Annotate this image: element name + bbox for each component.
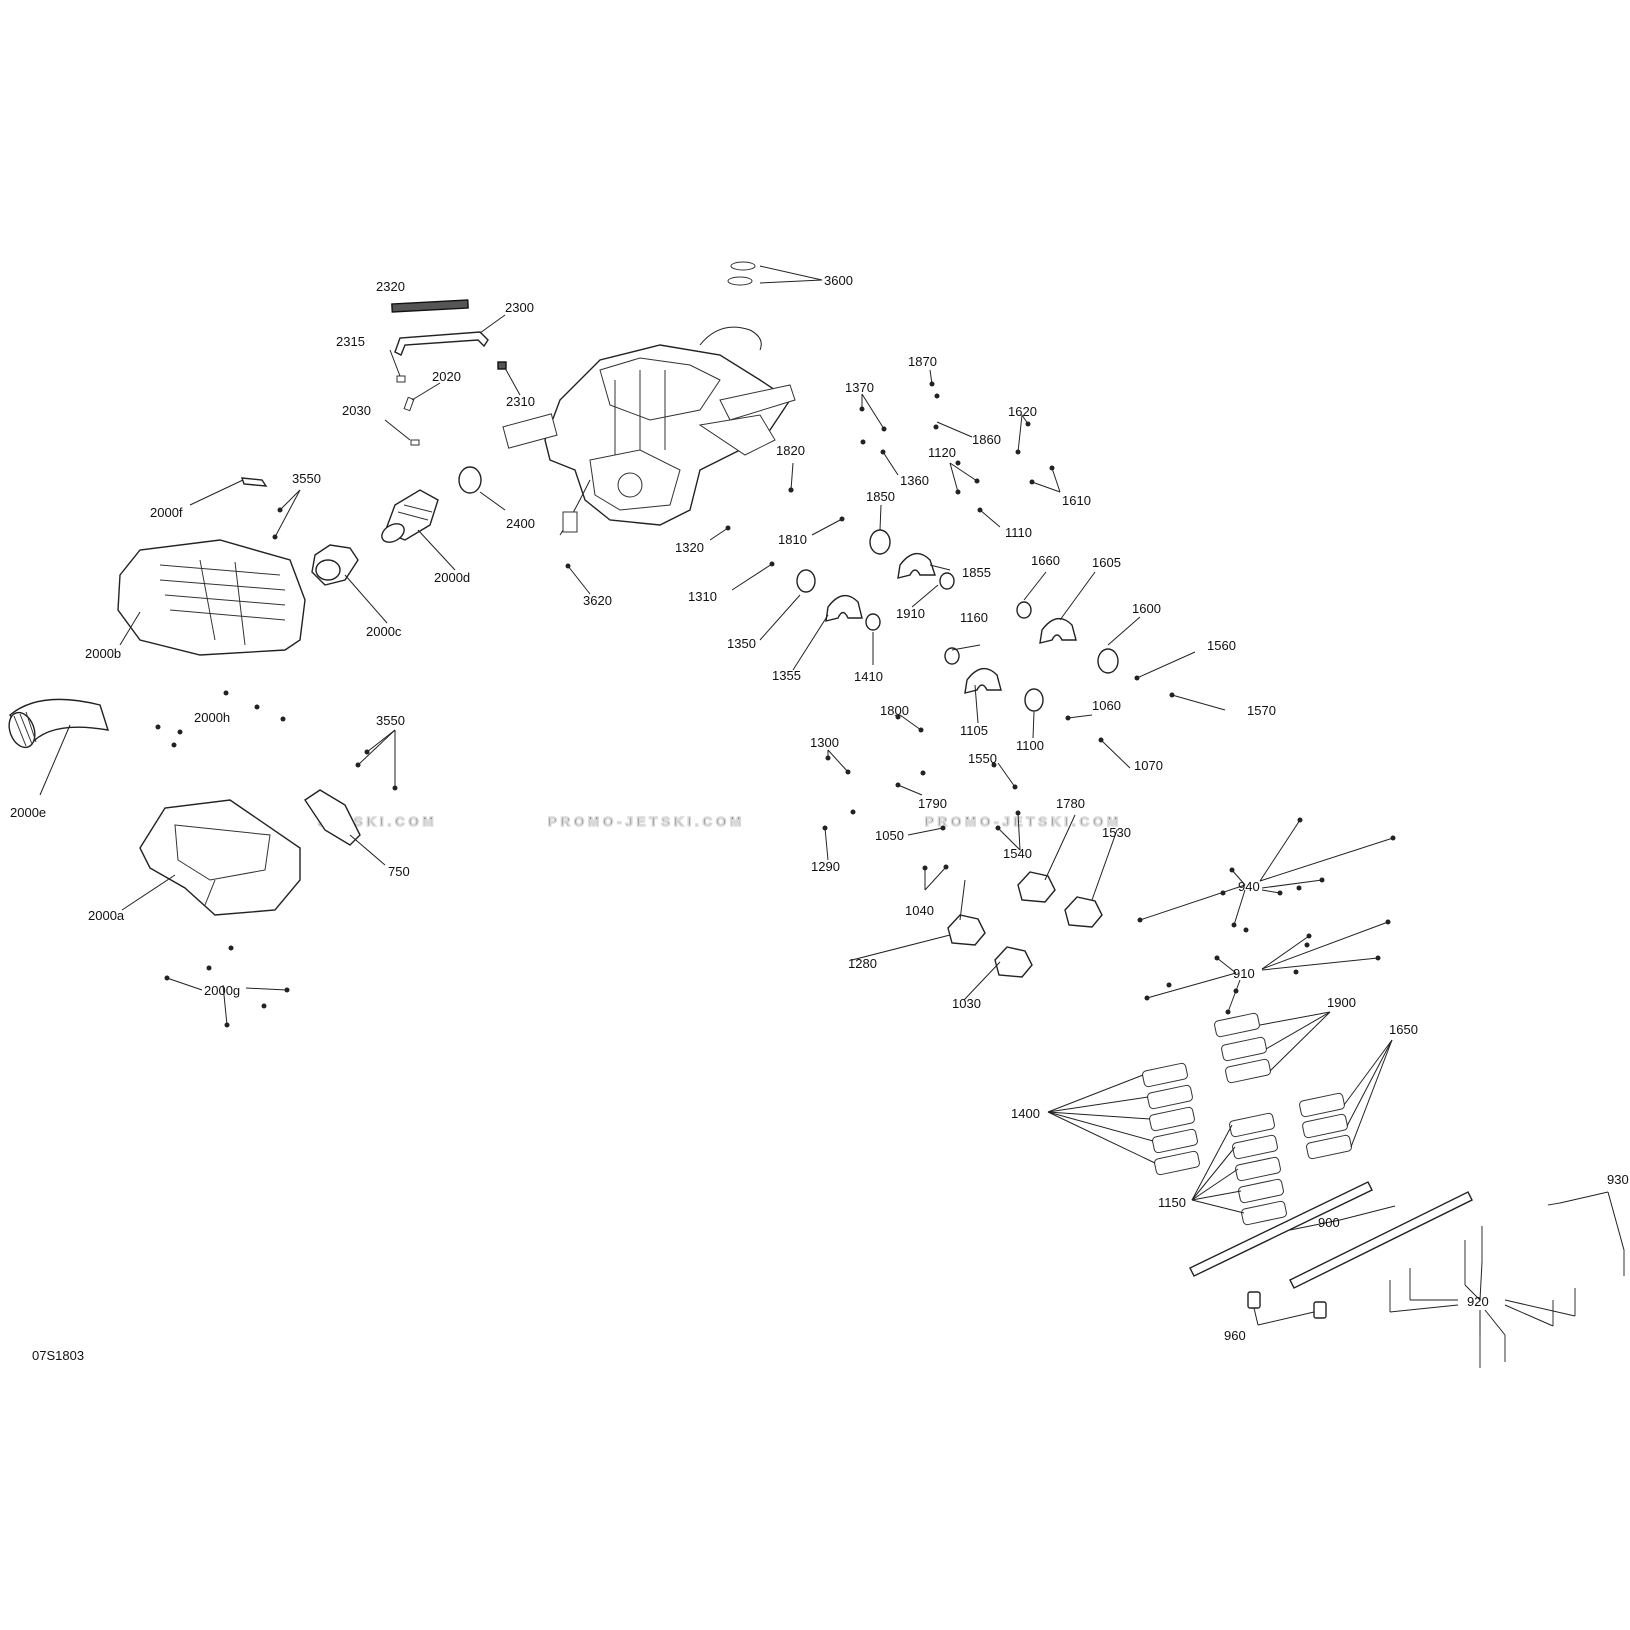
part-2000e-shape <box>8 698 110 749</box>
callout-1530: 1530 <box>1102 825 1131 840</box>
part-750-shape <box>304 789 361 846</box>
callout-2320: 2320 <box>376 279 405 294</box>
strap-parts <box>1189 1181 1473 1289</box>
callout-2310: 2310 <box>506 394 535 409</box>
callout-1810: 1810 <box>778 532 807 547</box>
callout-960: 960 <box>1224 1328 1246 1343</box>
part-2000b-shape <box>117 539 306 656</box>
callout-1850: 1850 <box>866 489 895 504</box>
callout-1550: 1550 <box>968 751 997 766</box>
part-2300-shape <box>394 331 489 356</box>
callout-labels: 2320 2300 2315 2020 2310 2030 3600 2000f… <box>10 273 1629 1343</box>
callout-2000d: 2000d <box>434 570 470 585</box>
callout-1560: 1560 <box>1207 638 1236 653</box>
callout-1370: 1370 <box>845 380 874 395</box>
callout-2315: 2315 <box>336 334 365 349</box>
callout-1060: 1060 <box>1092 698 1121 713</box>
callout-1600: 1600 <box>1132 601 1161 616</box>
callout-1100: 1100 <box>1016 738 1044 753</box>
callout-1780: 1780 <box>1056 796 1085 811</box>
callout-2000g: 2000g <box>204 983 240 998</box>
callout-1605: 1605 <box>1092 555 1121 570</box>
part-2320-shape <box>391 299 469 313</box>
callout-2000h: 2000h <box>194 710 230 725</box>
part-2400-shape <box>458 466 482 494</box>
part-2000f-shape <box>240 477 268 487</box>
hardware-dots <box>155 381 1396 1028</box>
clip-parts <box>1247 1291 1327 1319</box>
part-2000a-shape <box>139 799 301 916</box>
callout-1120: 1120 <box>928 445 956 460</box>
callout-1400: 1400 <box>1011 1106 1040 1121</box>
callout-1050: 1050 <box>875 828 904 843</box>
callout-3550-lower: 3550 <box>376 713 405 728</box>
callout-1030: 1030 <box>952 996 981 1011</box>
callout-940: 940 <box>1238 879 1260 894</box>
callout-2000f: 2000f <box>150 505 183 520</box>
callout-1900: 1900 <box>1327 995 1356 1010</box>
callout-2000e: 2000e <box>10 805 46 820</box>
callout-1820: 1820 <box>776 443 805 458</box>
part-3600-shape <box>727 261 756 286</box>
part-2000c-shape <box>311 544 359 586</box>
callout-2300: 2300 <box>505 300 534 315</box>
callout-1350: 1350 <box>727 636 756 651</box>
callout-2000c: 2000c <box>366 624 402 639</box>
callout-900: 900 <box>1318 1215 1340 1230</box>
callout-3600: 3600 <box>824 273 853 288</box>
callout-1660: 1660 <box>1031 553 1060 568</box>
callout-2400: 2400 <box>506 516 535 531</box>
callout-1620: 1620 <box>1008 404 1037 419</box>
callout-750: 750 <box>388 864 410 879</box>
callout-1290: 1290 <box>811 859 840 874</box>
callout-2030: 2030 <box>342 403 371 418</box>
callout-1280: 1280 <box>848 956 877 971</box>
callout-1910: 1910 <box>896 606 925 621</box>
callout-1610: 1610 <box>1062 493 1091 508</box>
engine-assembly <box>502 326 796 536</box>
plate-parts <box>1142 1012 1352 1226</box>
callout-3620: 3620 <box>583 593 612 608</box>
part-2020-shape <box>403 396 415 412</box>
callout-920: 920 <box>1467 1294 1489 1309</box>
mount-parts <box>796 529 1119 978</box>
callout-1360: 1360 <box>900 473 929 488</box>
part-2315-shape <box>396 375 406 383</box>
callout-1105: 1105 <box>960 723 988 738</box>
callout-2000a: 2000a <box>88 908 125 923</box>
callout-2020: 2020 <box>432 369 461 384</box>
callout-1860: 1860 <box>972 432 1001 447</box>
callout-3550-upper: 3550 <box>292 471 321 486</box>
part-2030-shape <box>410 439 420 446</box>
callout-1310: 1310 <box>688 589 717 604</box>
callout-1150: 1150 <box>1158 1195 1186 1210</box>
callout-2000b: 2000b <box>85 646 121 661</box>
callout-1855: 1855 <box>962 565 991 580</box>
part-2310-shape <box>497 361 507 370</box>
callout-1870: 1870 <box>908 354 937 369</box>
callout-1540: 1540 <box>1003 846 1032 861</box>
watermark-promo-jetski-1: PROMO-JETSKI.COM <box>548 814 745 829</box>
callout-1790: 1790 <box>918 796 947 811</box>
callout-1650: 1650 <box>1389 1022 1418 1037</box>
callout-1160: 1160 <box>960 610 988 625</box>
callout-1070: 1070 <box>1134 758 1163 773</box>
callout-1320: 1320 <box>675 540 704 555</box>
watermark-promo-jetski-2: PROMO-JETSKI.COM <box>925 814 1122 829</box>
callout-1110: 1110 <box>1005 525 1032 540</box>
callout-1040: 1040 <box>905 903 934 918</box>
callout-1570: 1570 <box>1247 703 1276 718</box>
leader-lines <box>39 265 1625 1336</box>
callout-1410: 1410 <box>854 669 883 684</box>
callout-910: 910 <box>1233 966 1255 981</box>
bolt-parts <box>1389 1202 1625 1368</box>
part-2000d-shape <box>381 489 439 543</box>
drawing-code: 07S1803 <box>32 1348 84 1363</box>
callout-1300: 1300 <box>810 735 839 750</box>
callout-930: 930 <box>1607 1172 1629 1187</box>
callout-1800: 1800 <box>880 703 909 718</box>
callout-1355: 1355 <box>772 668 801 683</box>
